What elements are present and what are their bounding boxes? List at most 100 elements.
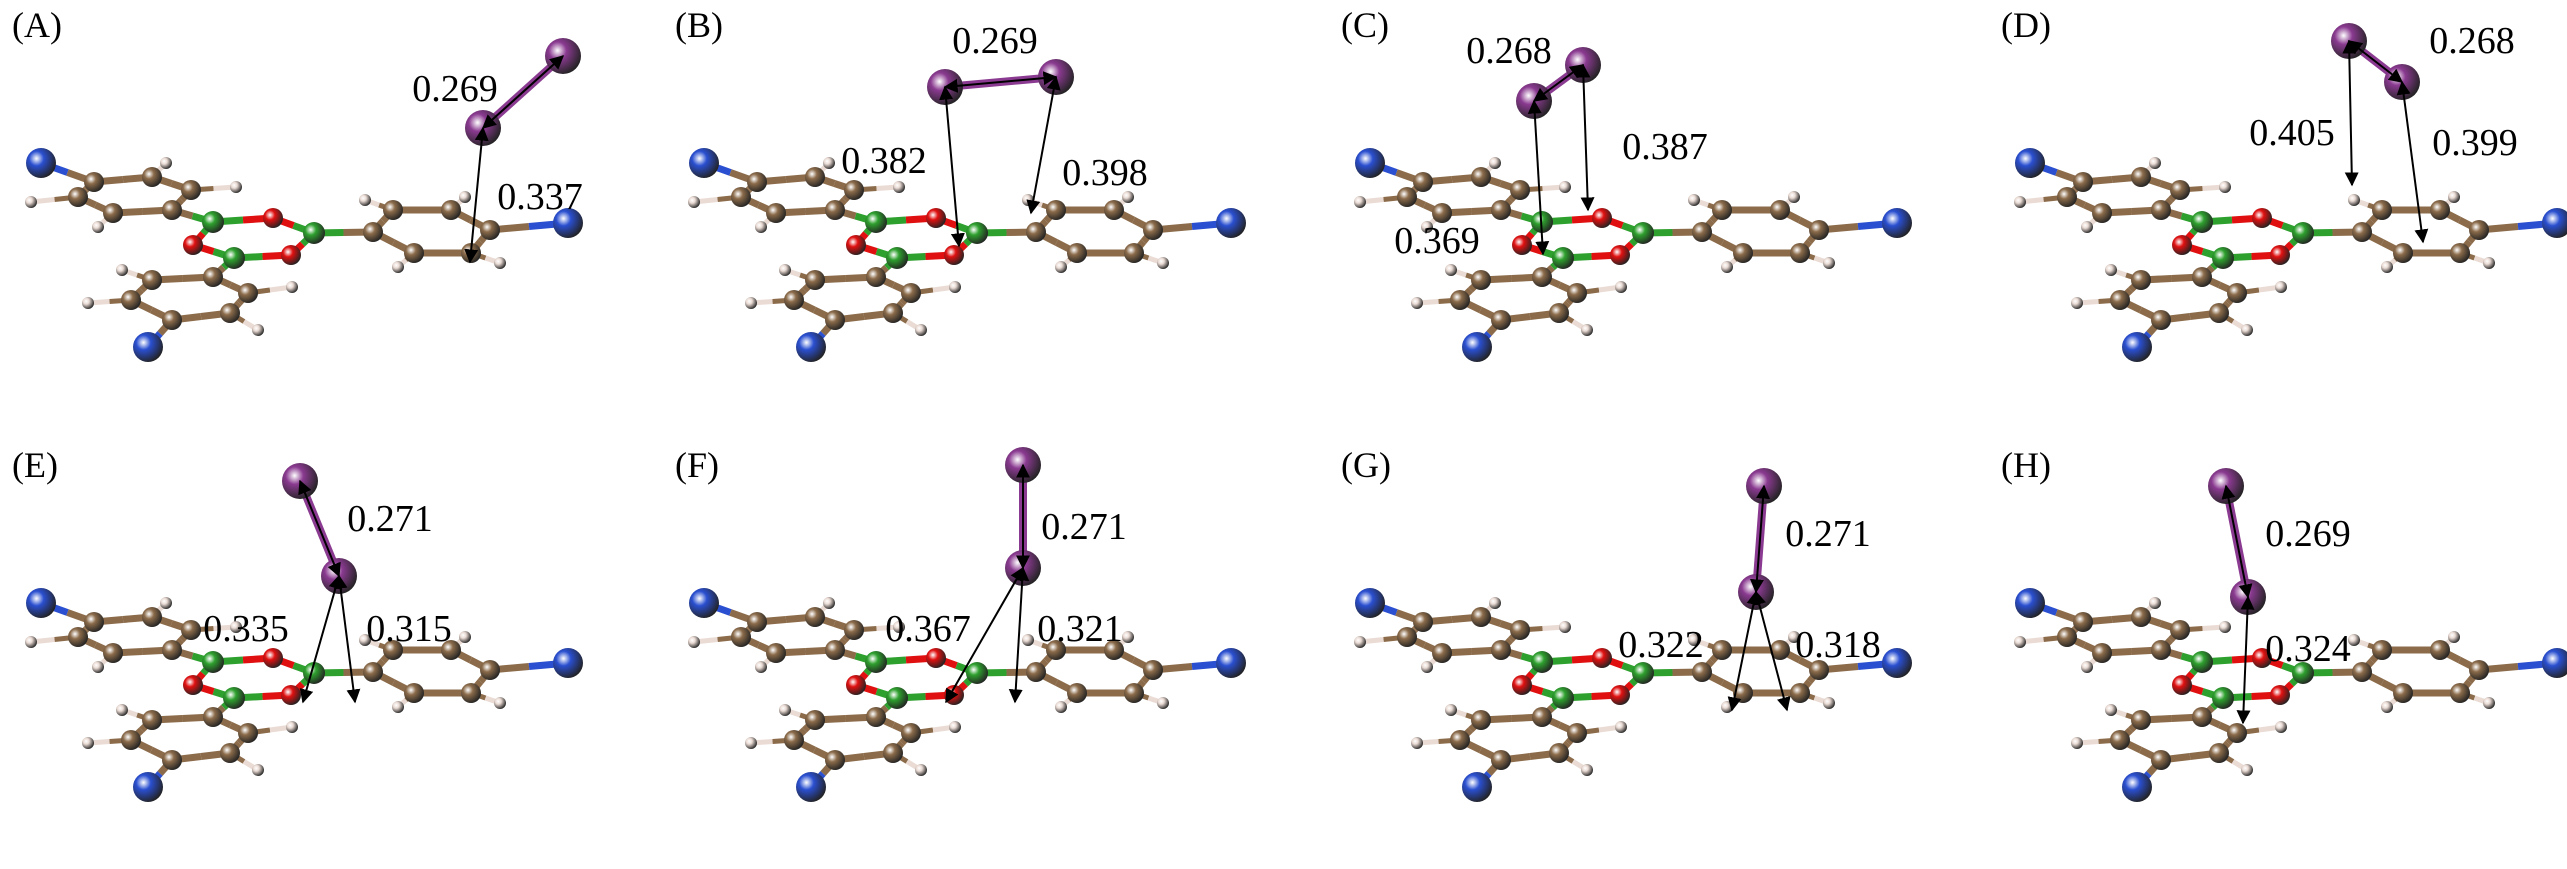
carbon-atom xyxy=(162,750,182,770)
oxygen-atom xyxy=(2270,245,2290,265)
boron-atom xyxy=(2212,247,2234,269)
oxygen-atom xyxy=(944,245,964,265)
oxygen-atom xyxy=(926,208,946,228)
nitrogen-atom xyxy=(1462,772,1492,802)
hydrogen-atom xyxy=(2241,764,2253,776)
nitrogen-atom xyxy=(1882,648,1912,678)
carbon-atom xyxy=(480,660,500,680)
oxygen-atom xyxy=(2252,208,2272,228)
hydrogen-atom xyxy=(1788,631,1800,643)
oxygen-atom xyxy=(1512,235,1532,255)
distance-label: 0.398 xyxy=(1062,152,1148,194)
carbon-atom xyxy=(1712,640,1732,660)
carbon-atom xyxy=(805,167,825,187)
carbon-atom xyxy=(901,283,921,303)
atoms xyxy=(1354,468,1912,802)
carbon-atom xyxy=(825,200,845,220)
boron-atom xyxy=(886,247,908,269)
carbon-atom xyxy=(404,683,424,703)
hydrogen-atom xyxy=(2081,221,2093,233)
carbon-atom xyxy=(2151,750,2171,770)
carbon-atom xyxy=(825,640,845,660)
hydrogen-atom xyxy=(1421,661,1433,673)
carbon-atom xyxy=(883,303,903,323)
distance-label: 0.268 xyxy=(2429,20,2515,62)
carbon-atom xyxy=(2209,303,2229,323)
carbon-atom xyxy=(2430,200,2450,220)
carbon-atom xyxy=(1549,743,1569,763)
atoms xyxy=(688,59,1246,362)
carbon-atom xyxy=(121,290,141,310)
atoms xyxy=(2014,23,2567,362)
carbon-atom xyxy=(363,222,383,242)
nitrogen-atom xyxy=(1216,648,1246,678)
carbon-atom xyxy=(825,750,845,770)
oxygen-atom xyxy=(1592,208,1612,228)
hydrogen-atom xyxy=(2348,194,2360,206)
hydrogen-atom xyxy=(82,297,94,309)
oxygen-atom xyxy=(263,208,283,228)
hydrogen-atom xyxy=(2381,261,2393,273)
nitrogen-atom xyxy=(689,588,719,618)
hydrogen-atom xyxy=(92,661,104,673)
distance-arrow xyxy=(1527,99,1550,256)
hydrogen-atom xyxy=(1157,697,1169,709)
hydrogen-atom xyxy=(286,721,298,733)
hydrogen-atom xyxy=(688,636,700,648)
boron-atom xyxy=(1632,662,1654,684)
hydrogen-atom xyxy=(893,181,905,193)
carbon-atom xyxy=(363,662,383,682)
panel-label: (C) xyxy=(1341,5,1389,45)
carbon-atom xyxy=(866,707,886,727)
hydrogen-atom xyxy=(359,194,371,206)
hydrogen-atom xyxy=(160,157,172,169)
nitrogen-atom xyxy=(26,588,56,618)
distance-label: 0.271 xyxy=(347,498,433,540)
carbon-atom xyxy=(2209,743,2229,763)
carbon-atom xyxy=(142,607,162,627)
carbon-atom xyxy=(103,643,123,663)
nitrogen-atom xyxy=(26,148,56,178)
carbon-atom xyxy=(2352,662,2372,682)
oxygen-atom xyxy=(281,685,301,705)
hydrogen-atom xyxy=(949,721,961,733)
distance-label: 0.324 xyxy=(2265,628,2351,670)
carbon-atom xyxy=(2057,187,2077,207)
distance-arrow xyxy=(1752,590,1791,712)
carbon-atom xyxy=(784,290,804,310)
panel-label: (H) xyxy=(2001,445,2051,485)
nitrogen-atom xyxy=(2122,772,2152,802)
carbon-atom xyxy=(1733,243,1753,263)
carbon-atom xyxy=(2450,243,2470,263)
carbon-atom xyxy=(1143,660,1163,680)
hydrogen-atom xyxy=(1411,297,1423,309)
carbon-atom xyxy=(901,723,921,743)
carbon-atom xyxy=(238,283,258,303)
distance-label: 0.387 xyxy=(1622,126,1708,168)
hydrogen-atom xyxy=(745,737,757,749)
nitrogen-atom xyxy=(2015,588,2045,618)
carbon-atom xyxy=(1450,730,1470,750)
nitrogen-atom xyxy=(1882,208,1912,238)
carbon-atom xyxy=(2450,683,2470,703)
hydrogen-atom xyxy=(252,764,264,776)
hydrogen-atom xyxy=(2348,634,2360,646)
carbon-atom xyxy=(1124,243,1144,263)
carbon-atom xyxy=(2170,620,2190,640)
distance-label: 0.367 xyxy=(885,608,971,650)
bonds xyxy=(30,479,569,790)
boron-atom xyxy=(865,211,887,233)
distance-label: 0.271 xyxy=(1785,513,1871,555)
hydrogen-atom xyxy=(779,704,791,716)
hydrogen-atom xyxy=(459,631,471,643)
distance-arrow xyxy=(1026,75,1061,215)
carbon-atom xyxy=(2469,660,2489,680)
distance-arrow xyxy=(1576,63,1595,212)
distance-arrow xyxy=(1532,64,1585,102)
nitrogen-atom xyxy=(796,332,826,362)
distance-arrow xyxy=(333,574,361,704)
boron-atom xyxy=(2292,662,2314,684)
